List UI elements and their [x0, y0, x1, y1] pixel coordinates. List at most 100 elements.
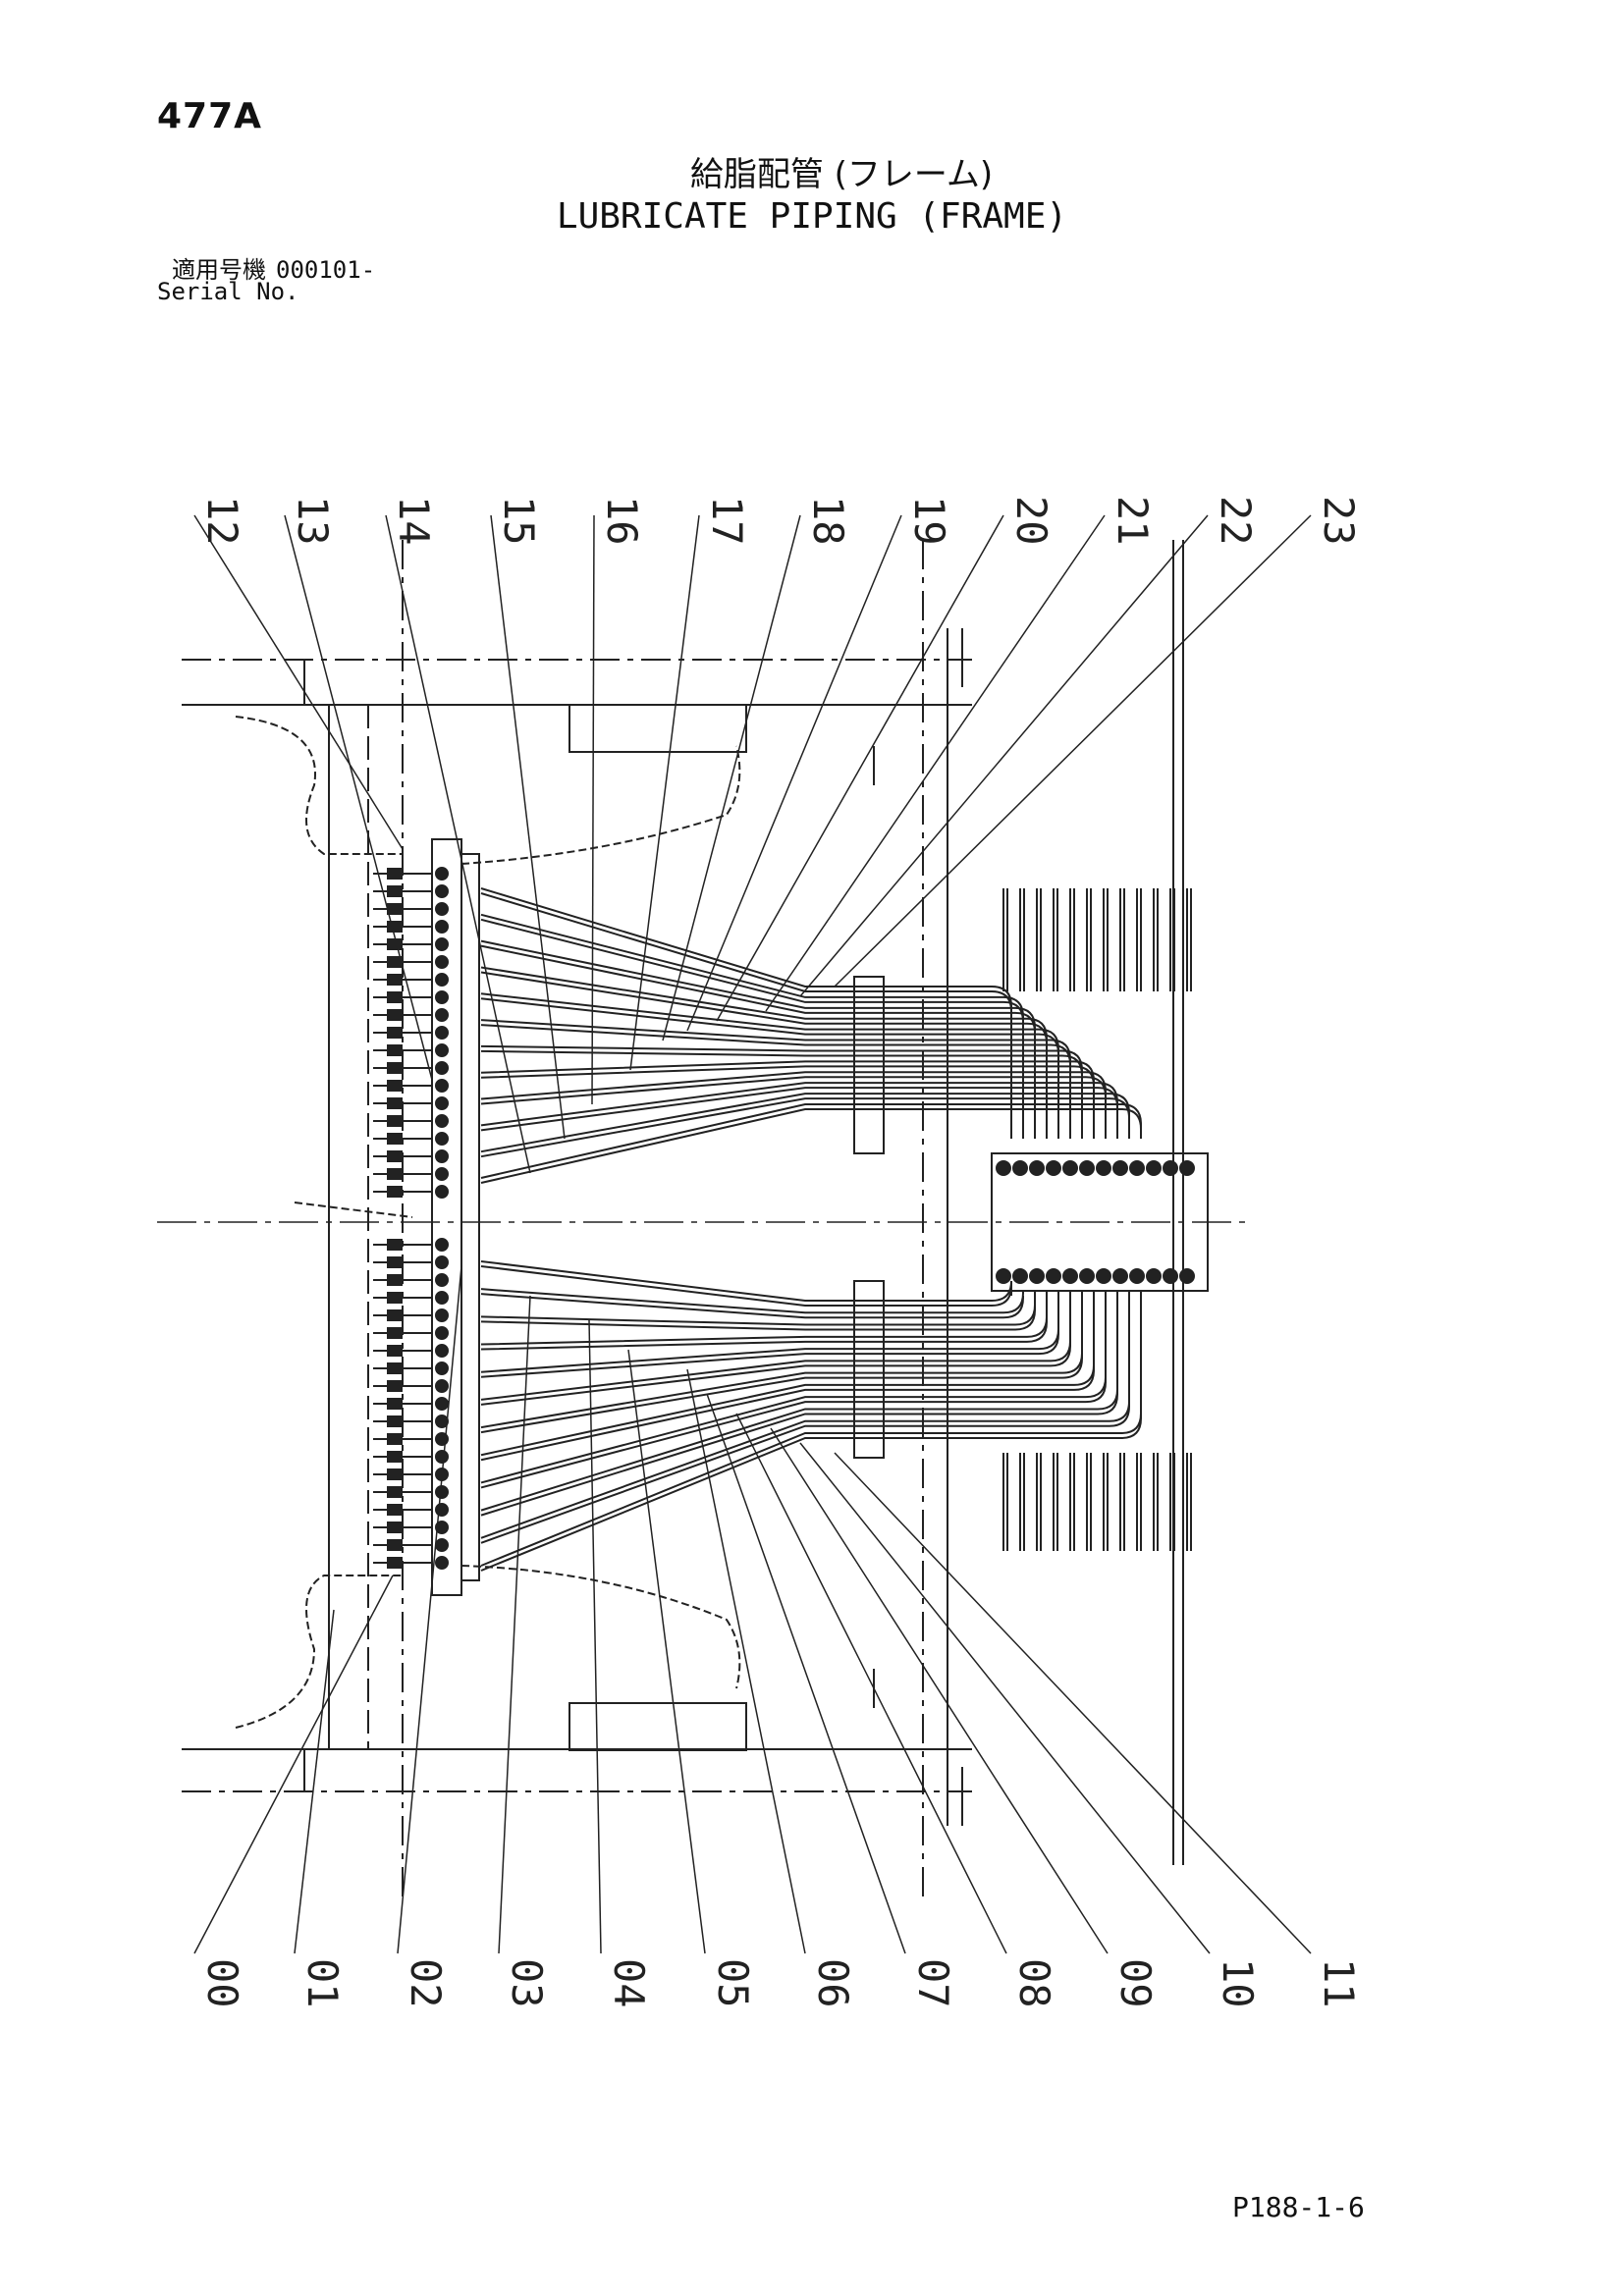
grease-pipe-outline: [480, 1296, 1142, 1572]
serial-label-english: Serial No.: [157, 278, 299, 305]
leader-line: [284, 514, 433, 1081]
callout-number: 12: [198, 496, 246, 546]
grease-nipple: [387, 1097, 403, 1109]
fitting: [435, 1043, 449, 1057]
hose-lower-left: [235, 1575, 403, 1729]
leader-line: [627, 1349, 706, 1954]
header-port: [1179, 1268, 1195, 1284]
grease-pipe-outline: [480, 1296, 1059, 1378]
drawing-code: P188-1-6: [1232, 2191, 1365, 2223]
leader-lines: [193, 514, 1312, 1954]
fitting: [435, 920, 449, 934]
grease-pipe-outline: [480, 1097, 1130, 1158]
header-port: [1112, 1160, 1128, 1176]
leader-line: [799, 514, 1209, 997]
grease-nipple: [387, 868, 403, 880]
pipe-clamp-bottom: [853, 1280, 885, 1459]
frame-outline: [157, 540, 1247, 1904]
header-port: [1179, 1160, 1195, 1176]
hose-lower-right: [460, 1565, 741, 1689]
header-port: [1112, 1268, 1128, 1284]
grease-pipe-outline: [480, 1065, 1095, 1139]
header-port: [1129, 1268, 1145, 1284]
leader-line: [834, 514, 1312, 988]
grease-nipple: [387, 1133, 403, 1145]
leader-line: [193, 514, 404, 850]
callout-number: 06: [809, 1958, 857, 2008]
grease-nipple: [387, 1115, 403, 1127]
leader-line: [834, 1452, 1312, 1954]
fitting: [435, 1167, 449, 1181]
grease-nipple: [387, 1150, 403, 1162]
leader-line: [193, 1575, 394, 1954]
callout-number: 20: [1007, 496, 1056, 546]
grease-nipple: [387, 956, 403, 968]
leader-line: [397, 1265, 462, 1954]
pipe-clamp-top: [853, 976, 885, 1154]
callout-number: 11: [1315, 1958, 1363, 2008]
grease-pipe-outline: [480, 971, 1048, 1139]
fitting: [435, 1379, 449, 1393]
leader-line: [770, 1427, 1109, 1954]
grease-pipe: [480, 1260, 1012, 1302]
grease-pipe-outline: [480, 997, 1059, 1139]
callout-number: 18: [804, 496, 852, 546]
leader-line: [799, 1442, 1211, 1954]
grease-pipe-outline: [480, 1296, 1118, 1517]
grease-nipple: [387, 1486, 403, 1498]
header-port: [1163, 1268, 1178, 1284]
grease-nipple: [387, 1062, 403, 1074]
fitting: [435, 1008, 449, 1022]
fitting: [435, 884, 449, 898]
grease-nipple: [387, 1239, 403, 1251]
title-japanese: 給脂配管 (フレーム): [689, 155, 994, 194]
grease-nipple: [387, 991, 403, 1003]
leader-line: [490, 514, 566, 1140]
grease-nipple: [387, 1504, 403, 1516]
fitting: [435, 1026, 449, 1040]
fitting: [435, 1185, 449, 1199]
callout-number: 16: [598, 496, 646, 546]
fitting: [435, 1308, 449, 1322]
grease-nipple: [387, 1168, 403, 1180]
grease-nipple: [387, 1186, 403, 1198]
distributor-manifold: [373, 838, 480, 1596]
grease-nipple: [387, 1009, 403, 1021]
grease-nipple: [387, 1292, 403, 1304]
header-block: [853, 888, 1209, 1551]
pipe-bundle: [235, 716, 1142, 1729]
leader-line: [765, 514, 1106, 1012]
serial-value: 000101-: [276, 256, 376, 284]
callout-number: 02: [402, 1958, 450, 2008]
grease-nipple: [387, 938, 403, 950]
grease-nipple: [387, 1080, 403, 1092]
leader-line: [629, 514, 700, 1071]
hose-center: [294, 1201, 413, 1218]
grease-nipple: [387, 1274, 403, 1286]
grease-nipple: [387, 1557, 403, 1569]
header-block-body: [991, 1152, 1209, 1292]
header-port: [1012, 1160, 1028, 1176]
leader-line: [294, 1609, 335, 1954]
hose-upper-right: [460, 745, 741, 865]
leader-line: [686, 1368, 806, 1954]
leader-line: [498, 1295, 531, 1954]
fitting: [435, 1132, 449, 1146]
grease-nipple: [387, 1044, 403, 1056]
fitting: [435, 1344, 449, 1358]
fitting: [435, 973, 449, 987]
grease-nipple: [387, 921, 403, 933]
grease-pipe-outline: [480, 1296, 1048, 1351]
fitting: [435, 1079, 449, 1093]
grease-nipple: [387, 885, 403, 897]
callout-number: 05: [709, 1958, 757, 2008]
manifold-plate: [460, 853, 480, 1581]
grease-pipe-outline: [480, 1024, 1071, 1139]
callout-number: 07: [909, 1958, 957, 2008]
fitting: [435, 902, 449, 916]
grease-nipple: [387, 1522, 403, 1533]
header-port: [1163, 1160, 1178, 1176]
